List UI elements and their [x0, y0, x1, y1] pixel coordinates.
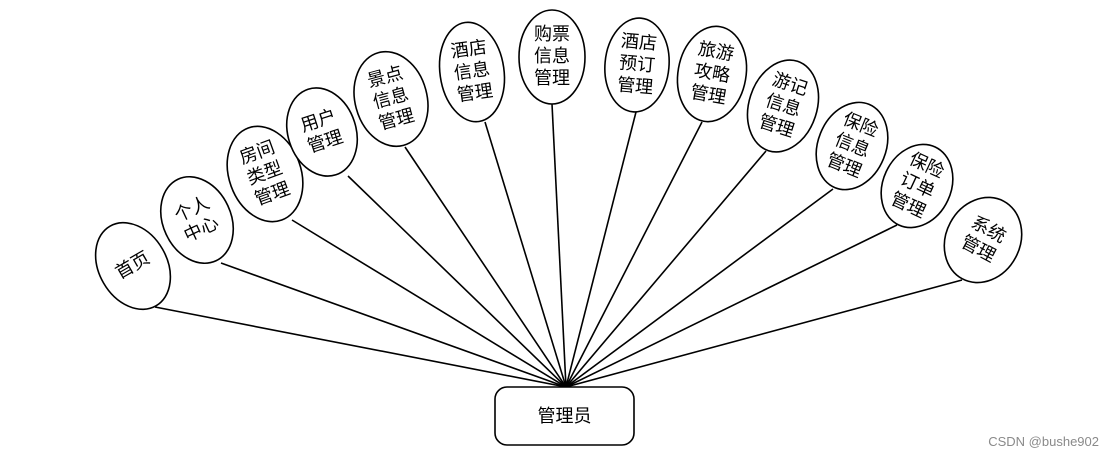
edge-travel-notes: [565, 150, 767, 388]
node-label-line: 购票: [534, 24, 570, 45]
edge-personal-center: [220, 262, 567, 388]
edge-user: [347, 175, 567, 388]
root-box: [494, 386, 635, 446]
root-label: 管理员: [538, 406, 592, 427]
node-ellipse: [94, 221, 172, 311]
node-ellipse: [159, 175, 235, 265]
edge-insurance-order: [565, 224, 898, 388]
node-ellipse: [676, 25, 748, 123]
edge-insurance-info: [565, 188, 834, 388]
node-label-line: 管理: [534, 68, 570, 89]
node-label-line: 信息: [453, 59, 492, 85]
root-node: 管理员: [494, 386, 635, 446]
node-ellipse: [815, 101, 889, 191]
node-ellipse: [226, 125, 304, 223]
node-home: 首页: [94, 221, 172, 311]
node-ellipse: [604, 17, 670, 113]
node-ellipse: [943, 196, 1023, 284]
node-ellipse: [286, 87, 358, 177]
node-label-line: 信息: [534, 46, 570, 67]
node-ellipse: [880, 143, 954, 229]
node-label-line: 管理: [616, 74, 654, 98]
edge-home: [154, 306, 567, 388]
edge-hotel-booking: [565, 111, 637, 388]
node-label-line: 管理: [456, 80, 495, 106]
edges: [154, 103, 963, 388]
node-ellipse: [438, 21, 506, 123]
module-nodes: 首页个人中心房间类型管理用户管理景点信息管理酒店信息管理购票信息管理酒店预订管理…: [94, 9, 1023, 311]
edge-system: [565, 279, 963, 388]
watermark: CSDN @bushe902: [988, 434, 1099, 449]
edge-room-type: [291, 219, 567, 388]
edge-scenic-info: [404, 146, 567, 388]
node-label-line: 预订: [618, 52, 656, 76]
edge-hotel-info: [484, 121, 567, 388]
node-ellipse: [518, 9, 586, 105]
node-ellipse: [353, 50, 429, 148]
edge-travel-guide: [565, 121, 703, 388]
edge-ticket-info: [551, 103, 567, 388]
node-label-line: 酒店: [620, 31, 658, 55]
node-ellipse: [746, 59, 820, 153]
node-label-line: 酒店: [450, 37, 489, 63]
